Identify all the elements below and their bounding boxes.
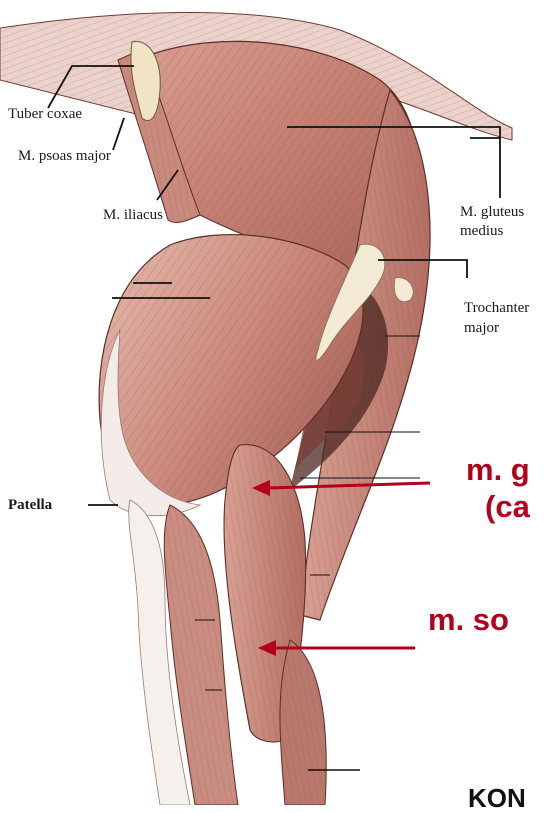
label-tuber-coxae: Tuber coxae xyxy=(8,106,82,123)
label-patella: Patella xyxy=(8,497,52,514)
leader-psoas xyxy=(113,118,124,150)
label-trochanter-line1: Trochanter xyxy=(464,300,529,317)
label-iliacus: M. iliacus xyxy=(103,207,163,224)
label-trochanter-line2: major xyxy=(464,320,499,337)
label-gluteus-medius-line1: M. gluteus xyxy=(460,204,524,221)
callout-gastrocnemius-line2: (ca xyxy=(485,490,530,524)
callout-soleus: m. so xyxy=(428,603,509,637)
label-psoas-major: M. psoas major xyxy=(18,148,111,165)
callout-gastrocnemius-line1: m. g xyxy=(466,453,530,487)
footer-text: KON xyxy=(468,784,526,812)
label-gluteus-medius-line2: medius xyxy=(460,223,503,240)
